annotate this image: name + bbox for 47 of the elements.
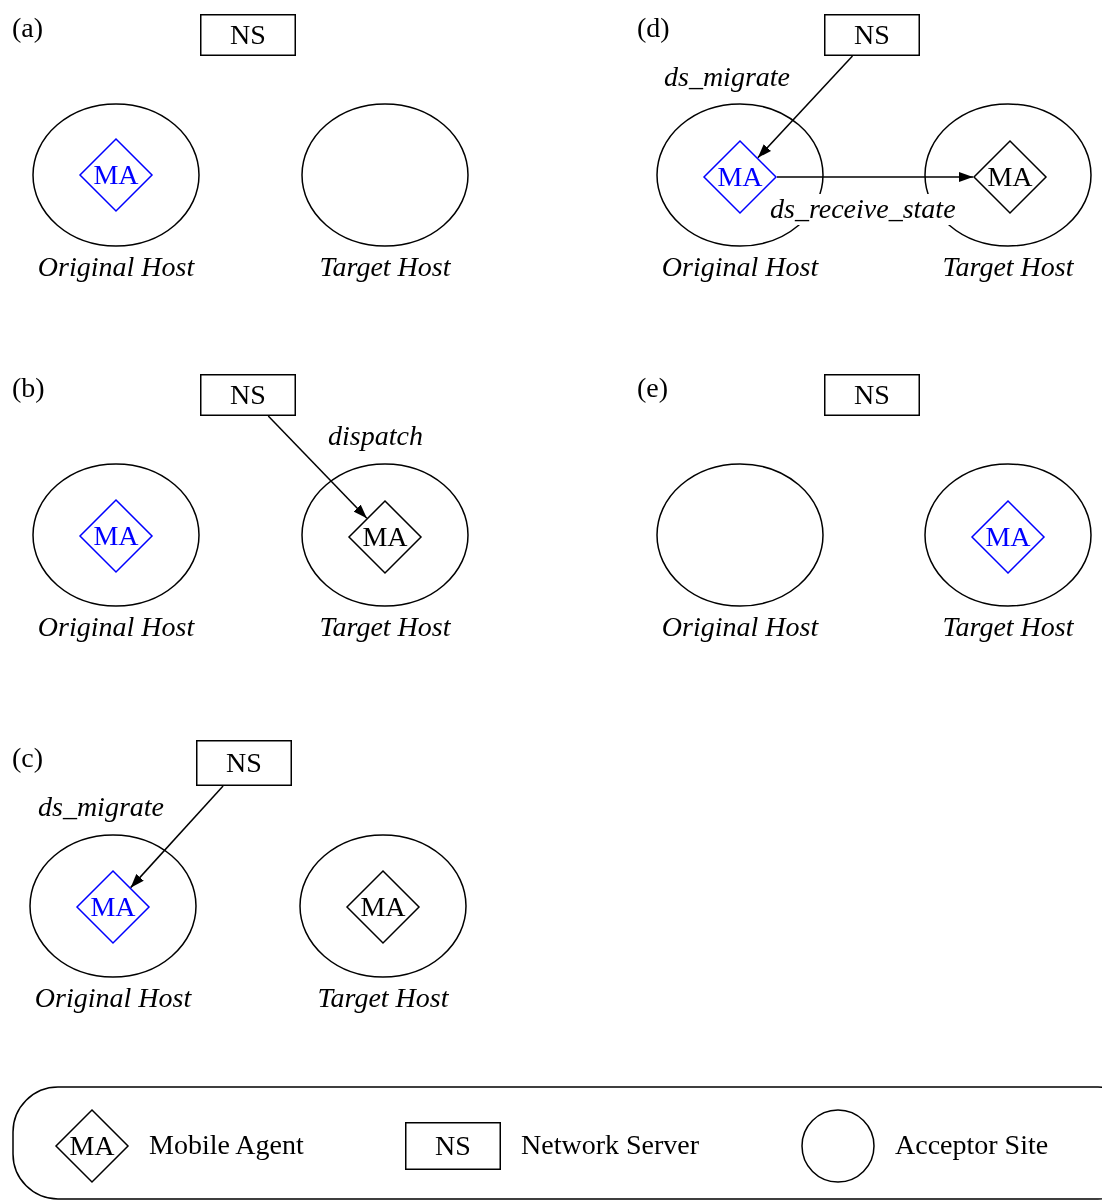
edge-label: ds_receive_state — [768, 194, 958, 225]
host-caption: Target Host — [318, 251, 452, 283]
panel-label: (a) — [12, 12, 44, 44]
host-ellipse — [32, 103, 200, 247]
host-caption: Original Host — [660, 611, 820, 643]
host-caption: Original Host — [36, 251, 196, 283]
site-circle — [801, 1109, 875, 1183]
panel-label: (d) — [637, 12, 670, 44]
server-box: NS — [824, 14, 920, 56]
agent-diamond: MA — [971, 500, 1045, 574]
arrow — [776, 172, 974, 182]
host-caption: Target Host — [316, 982, 450, 1014]
agent-diamond: MA — [55, 1109, 129, 1183]
agent-diamond: MA — [973, 140, 1047, 214]
panel-label: (c) — [12, 742, 44, 774]
symbol-caption: Acceptor Site — [895, 1129, 1049, 1161]
arrow — [267, 415, 368, 519]
host-ellipse — [301, 463, 469, 607]
host-ellipse — [299, 834, 467, 978]
host-caption: Original Host — [660, 251, 820, 283]
agent-diamond: MA — [348, 500, 422, 574]
panel-label: (e) — [637, 372, 669, 404]
host-ellipse — [29, 834, 197, 978]
host-ellipse — [301, 103, 469, 247]
host-caption: Target Host — [318, 611, 452, 643]
host-ellipse — [32, 463, 200, 607]
arrow — [129, 785, 224, 889]
host-ellipse — [924, 463, 1092, 607]
server-box: NS — [196, 740, 292, 786]
agent-diamond: MA — [79, 138, 153, 212]
server-box: NS — [200, 374, 296, 416]
arrow — [757, 55, 854, 159]
agent-diamond: MA — [346, 870, 420, 944]
agent-diamond: MA — [76, 870, 150, 944]
server-box: NS — [824, 374, 920, 416]
panel-label: (b) — [12, 372, 45, 404]
agent-diamond: MA — [79, 499, 153, 573]
server-box: NS — [405, 1122, 501, 1170]
server-box: NS — [200, 14, 296, 56]
legend-panel — [12, 1086, 1102, 1200]
symbol-caption: Network Server — [521, 1129, 700, 1161]
host-caption: Target Host — [941, 251, 1075, 283]
host-ellipse — [656, 463, 824, 607]
host-caption: Target Host — [941, 611, 1075, 643]
host-caption: Original Host — [33, 982, 193, 1014]
host-caption: Original Host — [36, 611, 196, 643]
symbol-caption: Mobile Agent — [149, 1129, 304, 1161]
